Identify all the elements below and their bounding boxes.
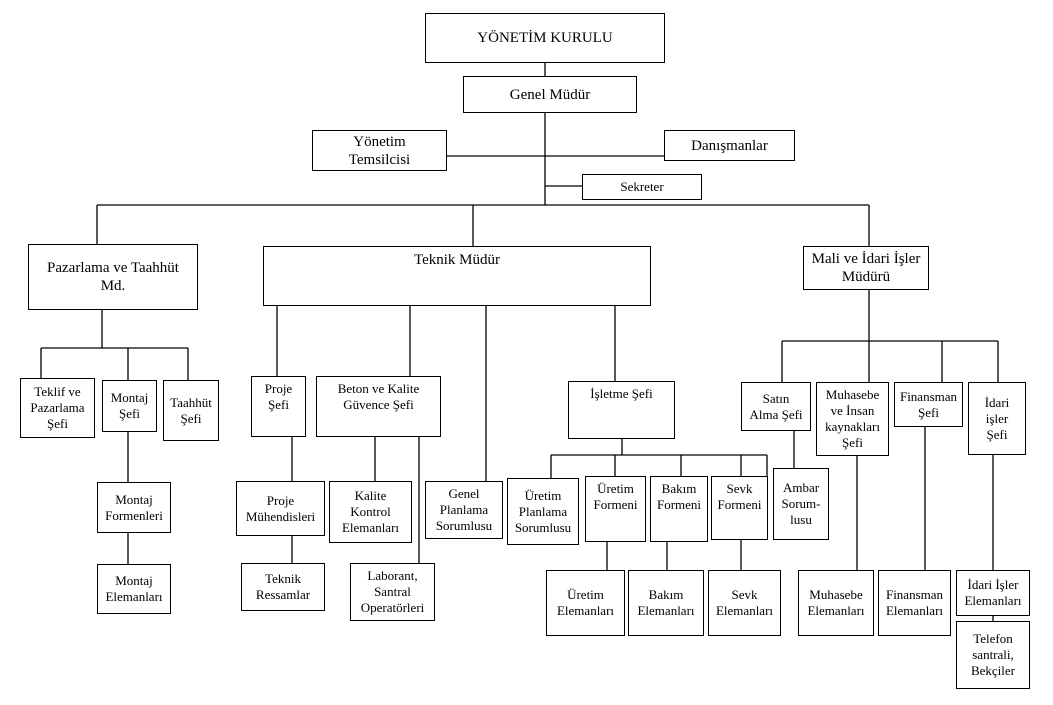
- shipping-foreman-box: Sevk Formeni: [711, 476, 768, 540]
- board-box: YÖNETİM KURULU: [425, 13, 665, 63]
- management-rep-box: Yönetim Temsilcisi: [312, 130, 447, 171]
- accounting-hr-chief-box: Muhasebe ve İnsan kaynakları Şefi: [816, 382, 889, 456]
- finance-admin-dept-box: Mali ve İdari İşler Müdürü: [803, 246, 929, 290]
- accounting-staff-box: Muhasebe Elemanları: [798, 570, 874, 636]
- production-planning-box: Üretim Planlama Sorumlusu: [507, 478, 579, 545]
- warehouse-officer-box: Ambar Sorum- lusu: [773, 468, 829, 540]
- production-foreman-box: Üretim Formeni: [585, 476, 646, 542]
- general-planning-box: Genel Planlama Sorumlusu: [425, 481, 503, 539]
- assembly-foremen-box: Montaj Formenleri: [97, 482, 171, 533]
- shipping-staff-box: Sevk Elemanları: [708, 570, 781, 636]
- general-manager-box: Genel Müdür: [463, 76, 637, 113]
- switchboard-guards-box: Telefon santrali, Bekçiler: [956, 621, 1030, 689]
- finance-chief-box: Finansman Şefi: [894, 382, 963, 427]
- maintenance-foreman-box: Bakım Formeni: [650, 476, 708, 542]
- contracting-chief-box: Taahhüt Şefi: [163, 380, 219, 441]
- offer-marketing-chief-box: Teklif ve Pazarlama Şefi: [20, 378, 95, 438]
- marketing-dept-box: Pazarlama ve Taahhüt Md.: [28, 244, 198, 310]
- project-engineers-box: Proje Mühendisleri: [236, 481, 325, 536]
- secretary-box: Sekreter: [582, 174, 702, 200]
- consultants-box: Danışmanlar: [664, 130, 795, 161]
- technical-dept-box: Teknik Müdür: [263, 246, 651, 306]
- admin-chief-box: İdari işler Şefi: [968, 382, 1026, 455]
- project-chief-box: Proje Şefi: [251, 376, 306, 437]
- finance-staff-box: Finansman Elemanları: [878, 570, 951, 636]
- purchasing-chief-box: Satın Alma Şefi: [741, 382, 811, 431]
- assembly-chief-box: Montaj Şefi: [102, 380, 157, 432]
- production-staff-box: Üretim Elemanları: [546, 570, 625, 636]
- maintenance-staff-box: Bakım Elemanları: [628, 570, 704, 636]
- assembly-staff-box: Montaj Elemanları: [97, 564, 171, 614]
- concrete-quality-chief-box: Beton ve Kalite Güvence Şefi: [316, 376, 441, 437]
- quality-control-staff-box: Kalite Kontrol Elemanları: [329, 481, 412, 543]
- lab-operators-box: Laborant, Santral Operatörleri: [350, 563, 435, 621]
- operations-chief-box: İşletme Şefi: [568, 381, 675, 439]
- technical-drafters-box: Teknik Ressamlar: [241, 563, 325, 611]
- admin-staff-box: İdari İşler Elemanları: [956, 570, 1030, 616]
